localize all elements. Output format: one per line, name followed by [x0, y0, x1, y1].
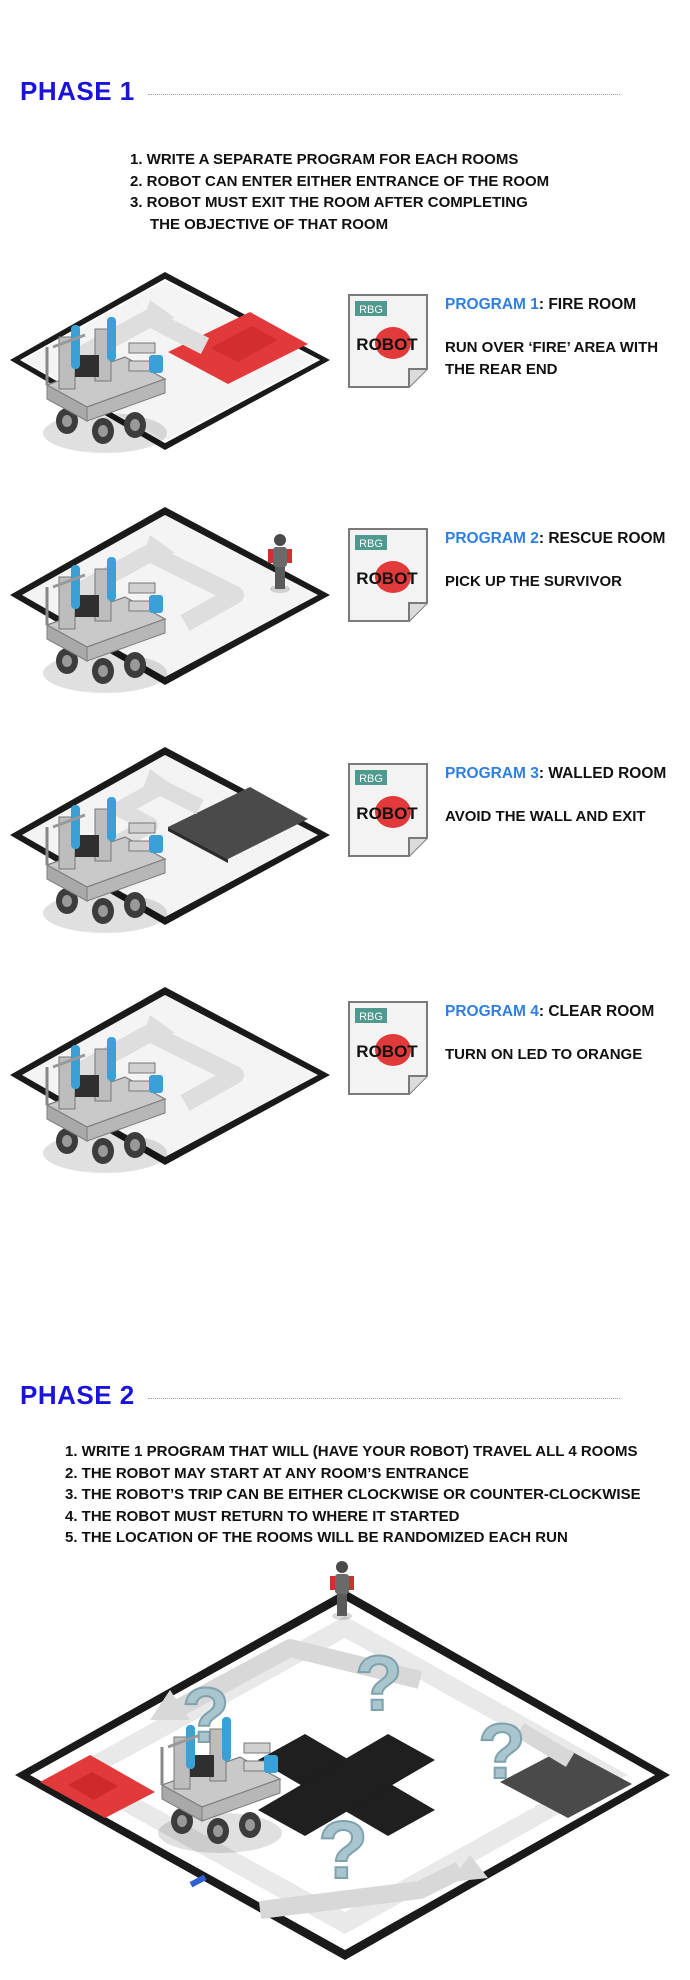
phase-2-rules: 1. WRITE 1 PROGRAM THAT WILL (HAVE YOUR …	[65, 1441, 641, 1549]
rule-item: 2. ROBOT CAN ENTER EITHER ENTRANCE OF TH…	[130, 172, 550, 190]
circuit-arrow	[170, 1639, 423, 1718]
question-mark-icon: ?	[355, 1639, 403, 1727]
clear-room-illustration	[10, 987, 330, 1175]
rule-item: THE OBJECTIVE OF THAT ROOM	[150, 215, 389, 233]
program-description: AVOID THE WALL AND EXIT	[445, 808, 646, 825]
rule-item: 1. WRITE A SEPARATE PROGRAM FOR EACH ROO…	[130, 151, 519, 168]
room-opening	[180, 1141, 230, 1169]
room-name: : CLEAR ROOM	[538, 1003, 655, 1020]
full-field-illustration: ? ? ? ?	[15, 1561, 670, 1960]
wall-room-area	[500, 1748, 632, 1818]
rule-item: 2. THE ROBOT MAY START AT ANY ROOM’S ENT…	[65, 1464, 469, 1482]
file-tag: RBG	[359, 1011, 383, 1023]
file-logo: ROBOT	[356, 335, 418, 354]
room-name: : RESCUE ROOM	[538, 530, 666, 547]
room-opening	[180, 661, 230, 689]
fire-room-illustration	[10, 272, 330, 455]
file-tag: RBG	[359, 773, 383, 785]
program-file-icon: RBG ROBOT	[348, 294, 428, 388]
rescue-room-illustration	[10, 507, 330, 695]
program-title: PROGRAM 1: FIRE ROOM	[445, 296, 636, 314]
circuit-arrow	[258, 1861, 465, 1919]
file-logo: ROBOT	[356, 569, 418, 588]
question-mark-icon: ?	[318, 1805, 368, 1896]
room-opening	[180, 901, 230, 929]
program-card-4: RBG ROBOT PROGRAM 4: CLEAR ROOM TURN ON …	[345, 998, 685, 1108]
program-label: PROGRAM 2	[445, 530, 539, 547]
rule-item: 1. WRITE 1 PROGRAM THAT WILL (HAVE YOUR …	[65, 1443, 638, 1460]
room-name: : WALLED ROOM	[538, 765, 667, 782]
file-logo: ROBOT	[356, 1042, 418, 1061]
program-file-icon: RBG ROBOT	[348, 528, 428, 622]
phase-2-header: PHASE 2	[20, 1380, 620, 1420]
room-name: : FIRE ROOM	[538, 296, 637, 313]
file-tag: RBG	[359, 538, 383, 550]
program-title: PROGRAM 2: RESCUE ROOM	[445, 530, 665, 548]
phase-1-rules: 1. WRITE A SEPARATE PROGRAM FOR EACH ROO…	[130, 149, 549, 235]
program-label: PROGRAM 3	[445, 765, 539, 782]
program-label: PROGRAM 4	[445, 1003, 539, 1020]
wall-block	[168, 787, 308, 859]
program-description: TURN ON LED TO ORANGE	[445, 1046, 643, 1063]
program-description: RUN OVER ‘FIRE’ AREA WITH THE REAR END	[445, 339, 659, 378]
phase-1-header: PHASE 1	[20, 76, 620, 116]
program-card-1: RBG ROBOT PROGRAM 1: FIRE ROOM RUN OVER …	[345, 291, 685, 401]
rule-item: 4. THE ROBOT MUST RETURN TO WHERE IT STA…	[65, 1507, 460, 1525]
header-divider	[148, 94, 620, 95]
header-divider	[148, 1398, 620, 1399]
file-tag: RBG	[359, 304, 383, 316]
phase-1-title: PHASE 1	[20, 76, 135, 106]
question-mark-icon: ?	[478, 1707, 526, 1795]
rule-item: 3. ROBOT MUST EXIT THE ROOM AFTER COMPLE…	[130, 194, 528, 211]
program-title: PROGRAM 4: CLEAR ROOM	[445, 1003, 654, 1021]
start-marker	[189, 1874, 207, 1888]
phase-2-title: PHASE 2	[20, 1380, 135, 1410]
program-file-icon: RBG ROBOT	[348, 1001, 428, 1095]
program-card-2: RBG ROBOT PROGRAM 2: RESCUE ROOM PICK UP…	[345, 525, 685, 635]
program-label: PROGRAM 1	[445, 296, 539, 313]
rule-item: 5. THE LOCATION OF THE ROOMS WILL BE RAN…	[65, 1529, 568, 1546]
file-logo: ROBOT	[356, 804, 418, 823]
program-title: PROGRAM 3: WALLED ROOM	[445, 765, 666, 783]
program-description: PICK UP THE SURVIVOR	[445, 573, 622, 590]
walled-room-illustration	[10, 747, 330, 935]
program-file-icon: RBG ROBOT	[348, 763, 428, 857]
center-cross	[258, 1734, 435, 1836]
circuit-arrow	[515, 1723, 575, 1767]
room-opening	[180, 426, 230, 454]
room-opening	[10, 380, 60, 408]
program-card-3: RBG ROBOT PROGRAM 3: WALLED ROOM AVOID T…	[345, 760, 685, 870]
rule-item: 3. THE ROBOT’S TRIP CAN BE EITHER CLOCKW…	[65, 1486, 641, 1503]
